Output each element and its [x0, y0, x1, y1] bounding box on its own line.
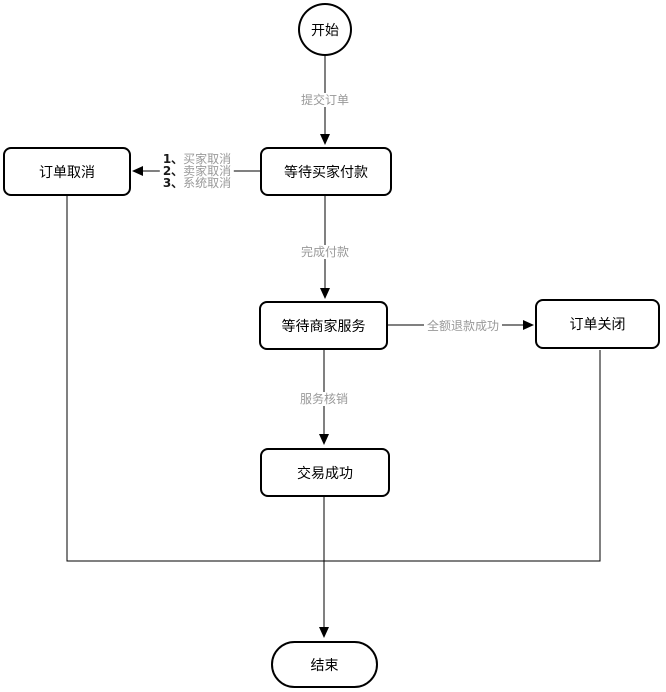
edge-cancel-close-merge-rail: [66, 196, 601, 562]
order-close-node-label: 订单关闭: [569, 317, 626, 333]
cancel-reason-row: 1、买家取消: [163, 153, 231, 165]
edge-label-cancel-reasons: 1、买家取消 2、卖家取消 3、系统取消: [159, 153, 235, 189]
end-node: 结束: [271, 641, 378, 688]
edge-label-submit-order: 提交订单: [297, 93, 353, 107]
trade-success-node-label: 交易成功: [297, 465, 353, 482]
cancel-reason-row: 3、系统取消: [163, 177, 231, 189]
wait-service-node-label: 等待商家服务: [281, 318, 366, 335]
order-close-node: 订单关闭: [535, 299, 660, 349]
cancel-reason-number: 2、: [162, 164, 184, 178]
cancel-reason-row: 2、卖家取消: [163, 165, 231, 177]
trade-success-node: 交易成功: [260, 448, 390, 497]
cancel-reason-text: 卖家取消: [183, 164, 232, 178]
edge-label-complete-payment: 完成付款: [297, 245, 353, 259]
order-cancel-node-label: 订单取消: [39, 164, 95, 181]
wait-service-node: 等待商家服务: [259, 301, 388, 350]
cancel-reason-number: 1、: [162, 152, 184, 166]
end-node-label: 结束: [310, 657, 339, 674]
wait-payment-node: 等待买家付款: [260, 147, 392, 196]
order-cancel-node: 订单取消: [3, 147, 131, 196]
cancel-reason-text: 买家取消: [183, 152, 232, 166]
start-node: 开始: [298, 3, 352, 56]
wait-payment-node-label: 等待买家付款: [284, 164, 368, 181]
edge-label-full-refund-success: 全额退款成功: [423, 319, 503, 333]
cancel-reason-text: 系统取消: [183, 176, 232, 190]
cancel-reason-number: 3、: [162, 176, 184, 190]
start-node-label: 开始: [311, 22, 339, 39]
edge-label-service-verification: 服务核销: [296, 392, 352, 406]
